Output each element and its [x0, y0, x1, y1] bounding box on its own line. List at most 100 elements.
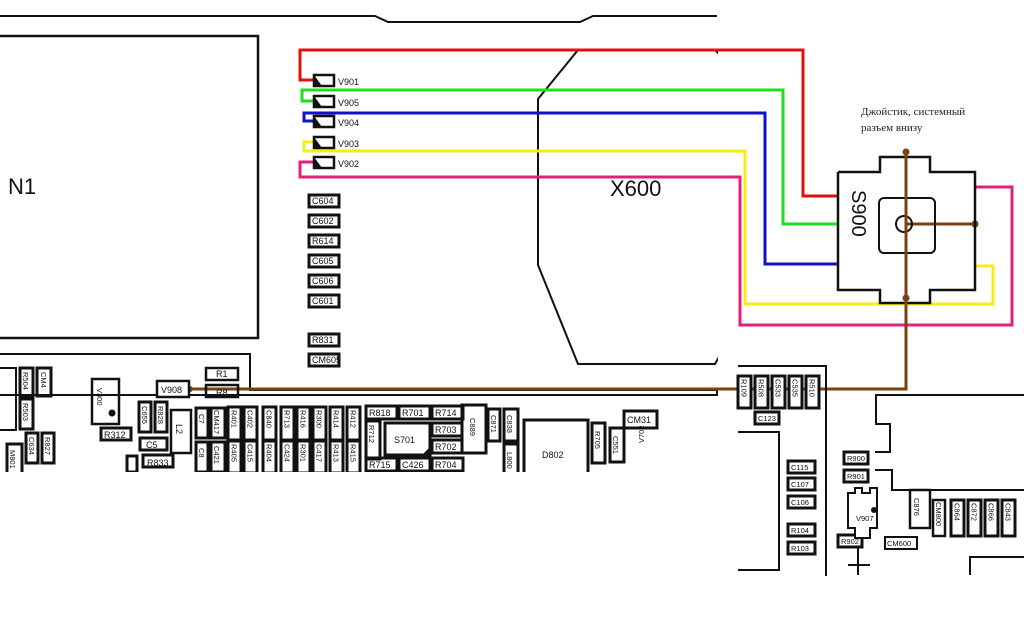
- part-r714-label: R714: [435, 408, 457, 418]
- part-c606[interactable]: C606: [307, 273, 341, 289]
- diode-v901[interactable]: V901: [312, 73, 359, 88]
- part-c866[interactable]: C866: [983, 498, 1000, 538]
- diode-v903[interactable]: V903: [312, 135, 359, 150]
- part-c533-label: C533: [774, 379, 783, 397]
- part-r415[interactable]: R415: [345, 439, 362, 475]
- part-r510[interactable]: R510: [804, 374, 821, 410]
- chip-n1[interactable]: N1: [0, 34, 260, 340]
- part-r703-label: R703: [435, 425, 457, 435]
- part-c415[interactable]: C415: [242, 439, 259, 475]
- svg-text:C838: C838: [505, 415, 514, 433]
- svg-text:CM31: CM31: [627, 415, 651, 425]
- part-r109[interactable]: R109: [736, 374, 753, 410]
- part-c533[interactable]: C533: [770, 374, 787, 410]
- part-c864[interactable]: C864: [949, 498, 966, 538]
- part-c602[interactable]: C602: [307, 213, 341, 229]
- part-cm605[interactable]: CM605: [307, 352, 341, 368]
- svg-text:R504: R504: [21, 372, 30, 390]
- diode-label: V901: [338, 77, 359, 87]
- part-r714[interactable]: R714: [430, 404, 465, 421]
- part-c872[interactable]: C872: [966, 498, 983, 538]
- part-r701[interactable]: R701: [397, 404, 432, 421]
- part-c107[interactable]: C107: [786, 476, 817, 492]
- part-r413[interactable]: R413: [328, 439, 345, 475]
- part-c123[interactable]: C123: [753, 410, 781, 426]
- part-r412[interactable]: R412: [345, 405, 362, 442]
- part-c840[interactable]: C840: [261, 405, 278, 442]
- part-c605[interactable]: C605: [307, 253, 341, 269]
- part-c417-label: C417: [315, 444, 324, 462]
- part-r415-label: R415: [349, 444, 358, 462]
- part-c115[interactable]: C115: [786, 459, 817, 475]
- svg-text:C7: C7: [197, 414, 206, 424]
- svg-text:C421: C421: [212, 446, 221, 464]
- part-r103[interactable]: R103: [786, 540, 817, 556]
- part-r414[interactable]: R414: [328, 405, 345, 442]
- part-r900-label: R900: [847, 454, 865, 463]
- part-r103-label: R103: [791, 544, 809, 553]
- annotation-line-2: разъем внизу: [861, 122, 923, 134]
- svg-text:C5: C5: [146, 440, 158, 450]
- part-r703[interactable]: R703: [430, 421, 464, 438]
- part-r702[interactable]: R702: [430, 438, 464, 455]
- part-r300[interactable]: R300: [311, 405, 328, 442]
- svg-text:C871: C871: [489, 415, 498, 433]
- part-r704[interactable]: R704: [430, 456, 465, 473]
- svg-text:R712: R712: [367, 425, 376, 443]
- part-r831[interactable]: R831: [307, 332, 341, 348]
- svg-text:C889: C889: [468, 418, 477, 436]
- diode-v908-label: V908: [161, 385, 182, 395]
- part-r404[interactable]: R404: [261, 439, 278, 475]
- diode-v904[interactable]: V904: [312, 114, 359, 129]
- part-c424[interactable]: C424: [279, 439, 296, 475]
- part-c843[interactable]: C843: [1000, 498, 1017, 538]
- part-r715-label: R715: [369, 460, 391, 470]
- part-r104[interactable]: R104: [786, 522, 817, 538]
- wire-green: [300, 88, 838, 226]
- part-r614[interactable]: R614: [307, 233, 341, 249]
- svg-text:R503: R503: [21, 403, 30, 421]
- part-c604[interactable]: C604: [307, 193, 341, 209]
- svg-text:V702: V702: [637, 425, 646, 443]
- part-c535[interactable]: C535: [787, 374, 804, 410]
- part-c426[interactable]: C426: [397, 456, 432, 473]
- part-r413-label: R413: [332, 444, 341, 462]
- part-r508-label: R508: [757, 379, 766, 397]
- part-r416[interactable]: R416: [295, 405, 312, 442]
- part-r109-label: R109: [740, 379, 749, 397]
- part-c601[interactable]: C601: [307, 293, 341, 309]
- svg-text:CM4: CM4: [39, 372, 48, 388]
- part-r301[interactable]: R301: [295, 439, 312, 475]
- annotation-line-1: Джойстик, системный: [861, 106, 965, 118]
- part-r818[interactable]: R818: [364, 404, 399, 421]
- svg-text:L2: L2: [174, 424, 184, 434]
- part-r416-label: R416: [299, 410, 308, 428]
- svg-text:C551: C551: [611, 436, 620, 454]
- part-r713-label: R713: [283, 410, 292, 428]
- connector-x600-label: X600: [610, 176, 661, 201]
- joystick-s900[interactable]: S900: [836, 151, 977, 390]
- part-c417[interactable]: C417: [311, 439, 328, 475]
- part-r713[interactable]: R713: [279, 405, 296, 442]
- part-r900[interactable]: R900: [842, 450, 870, 466]
- part-c535-label: C535: [791, 379, 800, 397]
- bottom-left-parts: R504 CM4 R503 C634 R827 M801 V300 R312 C…: [0, 366, 240, 476]
- part-c106[interactable]: C106: [786, 494, 817, 510]
- svg-text:R833: R833: [147, 458, 169, 468]
- part-c402[interactable]: C402: [242, 405, 259, 442]
- wire-blue: [302, 111, 838, 266]
- part-r401[interactable]: R401: [226, 405, 243, 442]
- svg-text:C634: C634: [27, 437, 36, 455]
- diode-v902[interactable]: V902: [312, 155, 359, 170]
- part-r508[interactable]: R508: [753, 374, 770, 410]
- part-r901[interactable]: R901: [842, 468, 870, 484]
- diode-v905[interactable]: V905: [312, 94, 359, 109]
- part-r405[interactable]: R405: [226, 439, 243, 475]
- part-c864-label: C864: [953, 503, 962, 521]
- wire-yellow: [302, 140, 995, 306]
- part-c115-label: C115: [791, 463, 808, 472]
- wire-magenta: [298, 160, 1014, 327]
- connector-x600[interactable]: X600: [537, 49, 721, 365]
